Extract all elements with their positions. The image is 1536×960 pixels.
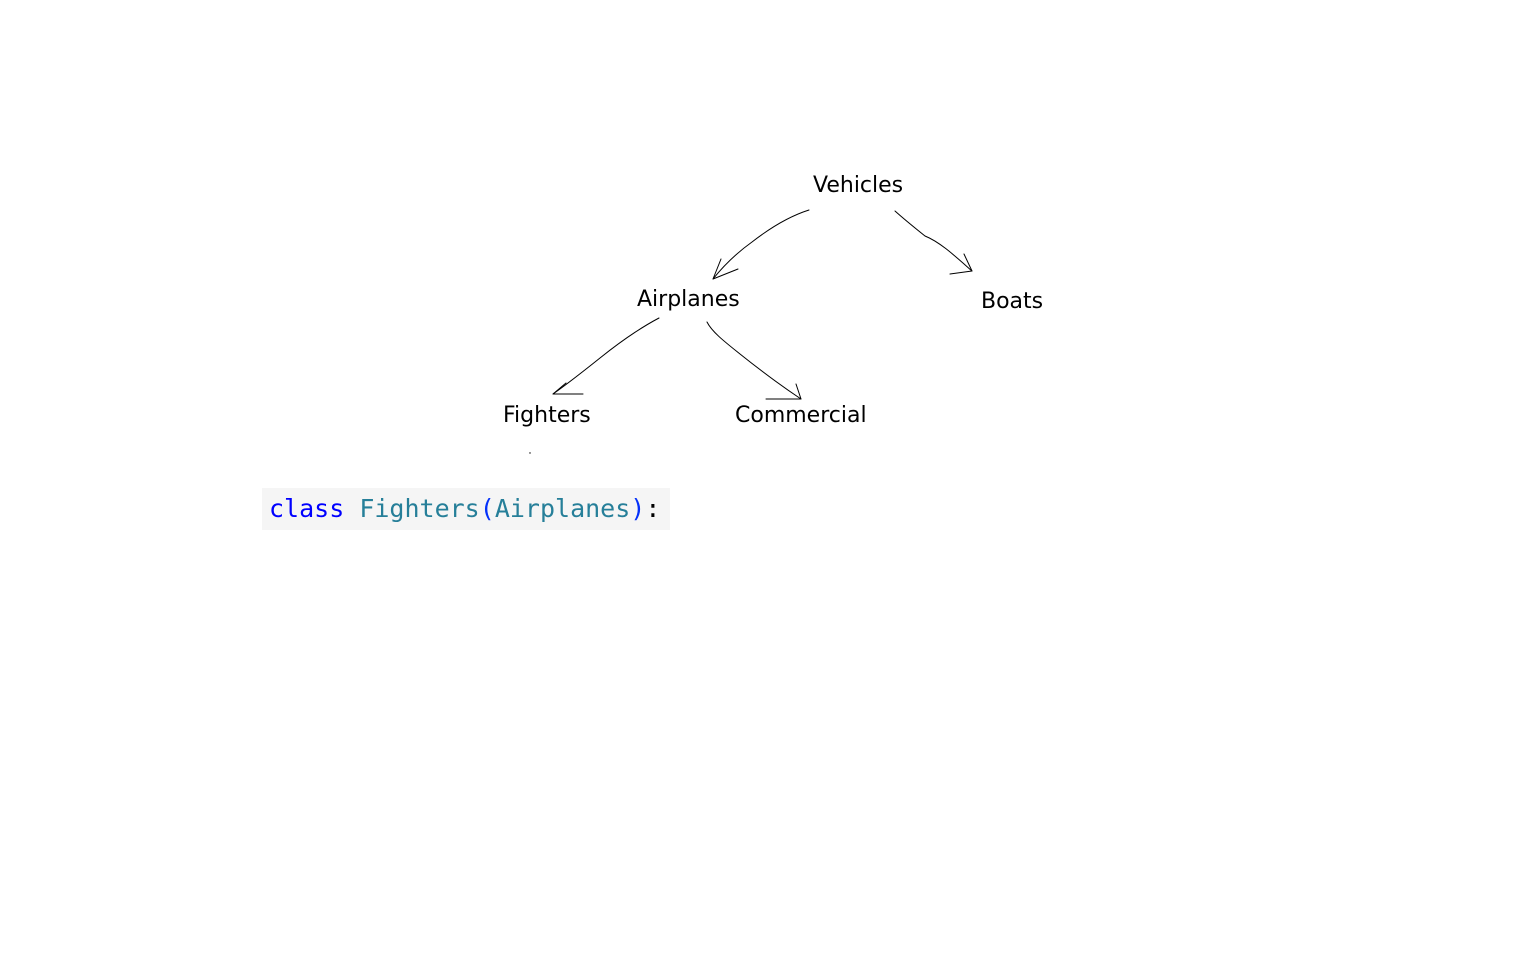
node-boats: Boats: [981, 289, 1044, 314]
edge-airplanes-fighters: [552, 317, 660, 395]
code-snippet: class Fighters(Airplanes):: [262, 488, 670, 530]
edge-vehicles-airplanes-line: [712, 209, 810, 280]
code-keyword: class: [269, 494, 345, 523]
edge-airplanes-commercial: [706, 321, 802, 400]
edge-vehicles-boats-arrowhead: [949, 253, 973, 275]
edge-vehicles-airplanes: [712, 209, 810, 280]
edge-vehicles-airplanes-arrowhead: [712, 258, 739, 280]
edge-airplanes-fighters-line: [552, 317, 660, 395]
edge-vehicles-boats-line: [894, 210, 973, 272]
code-close-paren: ): [630, 494, 646, 523]
edge-vehicles-boats: [894, 210, 973, 275]
edge-airplanes-commercial-arrowhead: [765, 383, 802, 400]
edge-airplanes-fighters-arrowhead: [552, 382, 584, 395]
code-base-class: Airplanes: [494, 494, 631, 523]
node-fighters: Fighters: [503, 403, 591, 428]
code-colon: :: [645, 494, 661, 523]
edge-airplanes-commercial-line: [706, 321, 802, 400]
node-vehicles: Vehicles: [813, 173, 904, 198]
node-airplanes: Airplanes: [637, 287, 740, 312]
code-class-name: Fighters: [359, 494, 480, 523]
code-open-paren: (: [479, 494, 495, 523]
stray-dot: [529, 452, 531, 454]
node-commercial: Commercial: [735, 403, 867, 428]
